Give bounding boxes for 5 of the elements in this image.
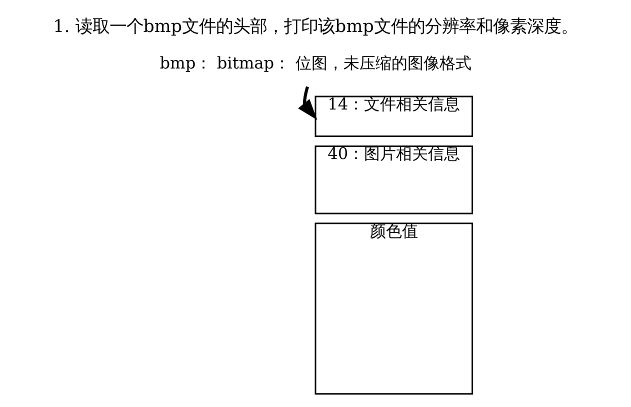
arrow <box>298 86 318 120</box>
diagram-title: 1. 读取一个bmp文件的头部，打印该bmp文件的分辨率和像素深度。 <box>53 16 578 37</box>
node-box: 颜色值 <box>314 222 474 395</box>
node-text: bmp： bitmap： 位图，未压缩的图像格式 <box>160 53 472 72</box>
node-box: 14：文件相关信息 <box>314 96 474 138</box>
